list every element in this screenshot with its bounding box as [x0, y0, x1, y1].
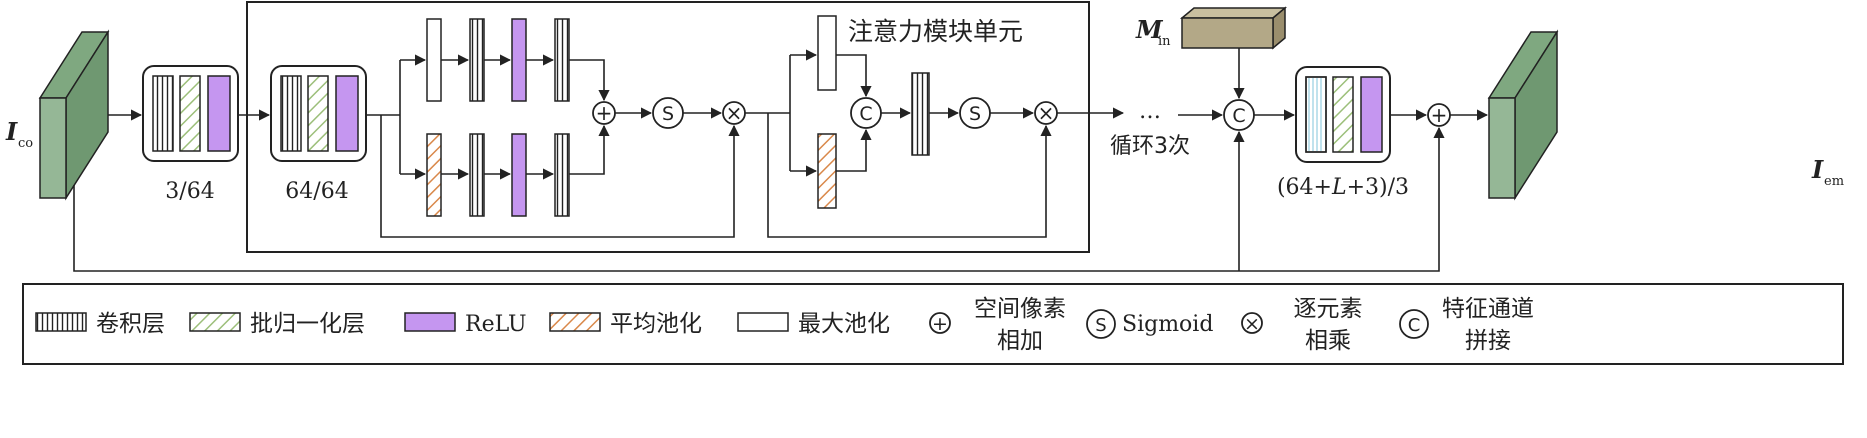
- svg-text:逐元素: 逐元素: [1294, 296, 1363, 322]
- attention-conv: [911, 72, 930, 156]
- conv-block-3: [1295, 66, 1391, 163]
- svg-text:特征通道: 特征通道: [1442, 296, 1534, 322]
- svg-text:相加: 相加: [997, 328, 1043, 354]
- min-label: M: [1135, 15, 1164, 44]
- svg-text:+: +: [932, 313, 948, 335]
- svg-text:S: S: [662, 103, 674, 125]
- svg-text:×: ×: [726, 101, 743, 125]
- min-label-sub: in: [1158, 34, 1171, 49]
- svg-text:+: +: [596, 101, 613, 125]
- conv-block-2: [270, 65, 367, 162]
- sigmoid-op-2: S: [959, 97, 991, 129]
- attention-avgpool: [817, 133, 837, 209]
- svg-text:×: ×: [1244, 313, 1260, 335]
- svg-text:ReLU: ReLU: [465, 312, 527, 337]
- legend-relu: ReLU: [404, 312, 527, 337]
- input-label: I: [5, 117, 18, 146]
- svg-text:相乘: 相乘: [1305, 328, 1351, 354]
- sum-op: +: [592, 101, 616, 125]
- sum-op-final: +: [1427, 103, 1451, 127]
- legend-frame: [22, 283, 1844, 365]
- attention-maxpool: [817, 15, 837, 91]
- concat-op-1: C: [850, 97, 882, 129]
- svg-text:批归一化层: 批归一化层: [250, 311, 365, 337]
- legend-bn: 批归一化层: [189, 311, 365, 337]
- input-label-sub: co: [18, 136, 33, 151]
- svg-text:空间像素: 空间像素: [974, 296, 1066, 322]
- input-tensor: [38, 29, 110, 201]
- min-tensor: [1179, 6, 1288, 50]
- multiply-op-2: ×: [1034, 101, 1058, 125]
- attention-module-title: 注意力模块单元: [848, 17, 1023, 46]
- sigmoid-op-1: S: [652, 97, 684, 129]
- svg-text:S: S: [969, 103, 981, 125]
- block-2-label: 64/64: [285, 179, 348, 204]
- legend-conv: 卷积层: [35, 311, 165, 337]
- loop-dots: …: [1139, 99, 1161, 124]
- concat-op-2: C: [1223, 99, 1255, 131]
- branch-bottom-layers: [426, 133, 570, 217]
- block-3-label: (64+L+3)/3: [1277, 175, 1409, 200]
- legend-maxpool: 最大池化: [737, 311, 890, 337]
- output-tensor: [1487, 29, 1559, 201]
- legend-sum: + 空间像素 相加: [929, 296, 1066, 354]
- svg-text:×: ×: [1038, 101, 1055, 125]
- svg-text:Sigmoid: Sigmoid: [1122, 312, 1213, 337]
- svg-text:卷积层: 卷积层: [96, 311, 165, 337]
- block-1-label: 3/64: [165, 179, 214, 204]
- output-label: I: [1811, 155, 1824, 184]
- output-label-sub: em: [1824, 174, 1844, 189]
- svg-text:最大池化: 最大池化: [798, 311, 890, 337]
- legend-concat: C 特征通道 拼接: [1399, 296, 1534, 354]
- svg-text:C: C: [1232, 105, 1245, 127]
- legend-sigmoid: S Sigmoid: [1086, 309, 1213, 339]
- legend-avgpool: 平均池化: [549, 311, 702, 337]
- attention-module-frame: [246, 1, 1090, 253]
- svg-text:C: C: [1408, 315, 1421, 336]
- svg-text:S: S: [1095, 315, 1106, 336]
- connections: [73, 48, 1489, 272]
- legend-multiply: × 逐元素 相乘: [1241, 296, 1363, 354]
- svg-text:拼接: 拼接: [1465, 328, 1511, 354]
- svg-text:C: C: [859, 103, 872, 125]
- svg-text:平均池化: 平均池化: [610, 311, 702, 337]
- loop-label: 循环3次: [1110, 134, 1190, 159]
- conv-block-1: [142, 65, 239, 162]
- svg-text:+: +: [1431, 103, 1448, 127]
- multiply-op-1: ×: [722, 101, 746, 125]
